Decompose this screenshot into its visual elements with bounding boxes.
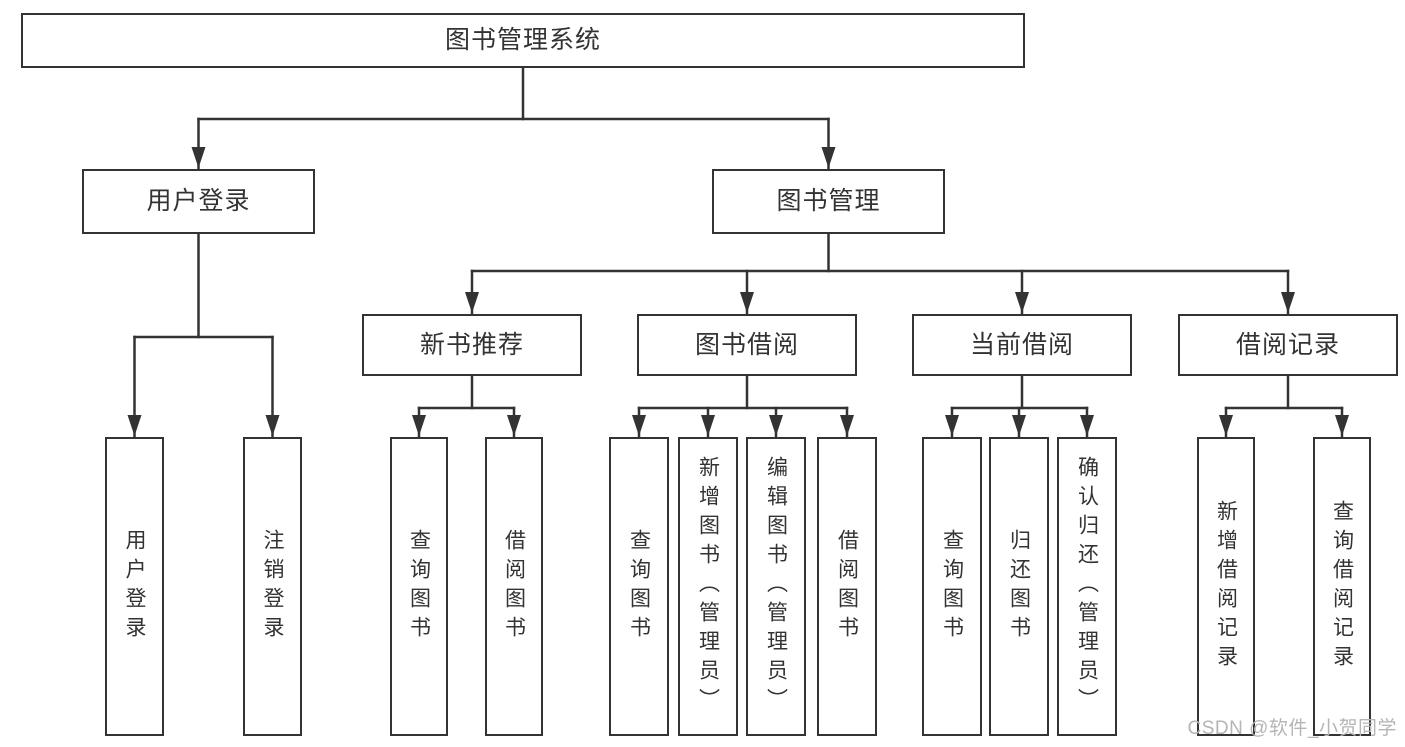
node-library-system: 图书管理系统: [21, 13, 1025, 68]
connector-book-borrowing-children: [632, 374, 854, 438]
node-borrowing-records: 借阅记录: [1178, 314, 1398, 376]
node-user-login: 用户登录: [82, 169, 315, 234]
node-book-management: 图书管理: [712, 169, 945, 234]
leaf-query-books-recommend: 查询图书: [390, 437, 448, 736]
leaf-borrow-books-recommend: 借阅图书: [485, 437, 543, 736]
csdn-watermark: CSDN @软件_小贺同学: [1187, 718, 1397, 739]
leaf-return-books: 归还图书: [989, 437, 1049, 736]
leaf-add-books-admin: 新增图书（管理员）: [678, 437, 738, 736]
leaf-logout: 注销登录: [243, 437, 302, 736]
leaf-user-login: 用户登录: [105, 437, 164, 736]
connector-root-to-level2: [191, 66, 836, 170]
leaf-add-borrow-record: 新增借阅记录: [1197, 437, 1255, 736]
leaf-edit-books-admin: 编辑图书（管理员）: [746, 437, 806, 736]
leaf-borrow-books-borrowing: 借阅图书: [817, 437, 877, 736]
connector-new-book-children: [412, 374, 521, 438]
node-book-borrowing: 图书借阅: [637, 314, 857, 376]
node-current-borrowing: 当前借阅: [912, 314, 1132, 376]
connector-user-login-children: [127, 232, 280, 438]
leaf-query-borrow-record: 查询借阅记录: [1313, 437, 1371, 736]
leaf-confirm-return-admin: 确认归还（管理员）: [1057, 437, 1117, 736]
node-new-book-recommendation: 新书推荐: [362, 314, 582, 376]
connector-borrowing-records-children: [1219, 374, 1349, 438]
leaf-query-books-borrowing: 查询图书: [609, 437, 669, 736]
leaf-query-books-current: 查询图书: [922, 437, 982, 736]
connector-current-borrowing-children: [945, 374, 1094, 438]
connector-book-management-children: [465, 232, 1295, 315]
